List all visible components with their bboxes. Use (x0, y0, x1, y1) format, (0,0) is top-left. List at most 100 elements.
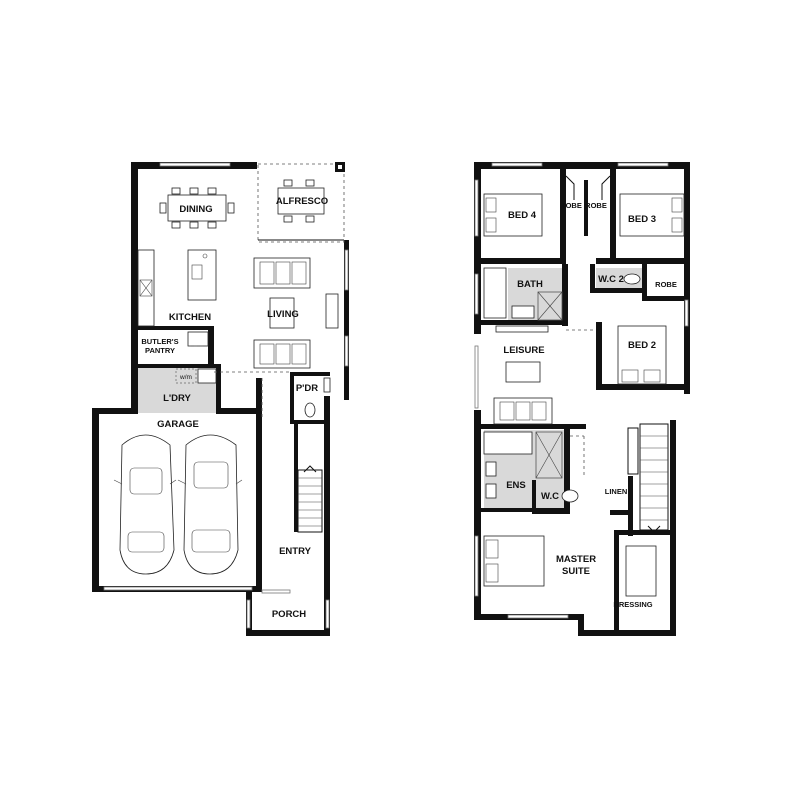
label-bath: BATH (517, 279, 543, 290)
garage-car-left (113, 434, 177, 575)
porch-window-right (325, 599, 330, 629)
bed3-window (617, 162, 669, 167)
wall-robe-west (560, 168, 566, 264)
wall-ens-east (564, 424, 570, 514)
ff-wall-east-upper (684, 162, 690, 394)
master-window (507, 614, 569, 619)
label-entry: ENTRY (279, 546, 312, 557)
living-sofa-south (253, 339, 311, 369)
dressing-robe (625, 545, 657, 597)
wall-pdr-west (290, 372, 294, 424)
kitchen-island (187, 249, 217, 301)
wall-robe2-south (642, 296, 686, 301)
wall-dressing-north (614, 530, 676, 535)
alfresco-table (277, 179, 325, 223)
label-bed2: BED 2 (628, 340, 656, 351)
wall-pdr-south (290, 420, 330, 424)
wall-bed4-south (480, 258, 564, 264)
wall-pdr-north (290, 372, 330, 376)
label-wc: W.C (541, 491, 559, 502)
pdr-basin (323, 377, 331, 393)
alfresco-post-inner (338, 165, 342, 169)
wall-bath-south (480, 320, 568, 325)
ff-wall-dressing-south (592, 630, 676, 636)
wall-garage-east (256, 378, 262, 592)
porch-window-left (246, 599, 251, 629)
garage-window (103, 586, 253, 591)
living-tv-unit (325, 293, 339, 329)
wall-laundry-north (138, 364, 220, 368)
bath-shower (537, 291, 563, 321)
wall-porch-south (246, 630, 330, 636)
label-suite: SUITE (562, 566, 590, 577)
leisure-sofa (493, 397, 553, 425)
label-leisure: LEISURE (503, 345, 544, 356)
pantry-bench (187, 331, 209, 347)
label-linen: LINEN (605, 487, 628, 496)
label-robe-c: ROBE (655, 280, 677, 289)
wall-east-lower (324, 396, 330, 636)
bath-tub (483, 267, 507, 319)
first-floor-stairs (639, 423, 669, 533)
label-living: LIVING (267, 309, 299, 320)
label-kitchen: KITCHEN (169, 312, 211, 323)
label-bed3: BED 3 (628, 214, 656, 225)
bed4-window (491, 162, 543, 167)
label-garage: GARAGE (157, 419, 199, 430)
bed2-window (684, 299, 689, 327)
label-wm: w/m (179, 374, 192, 381)
wall-bed3-south (596, 258, 686, 264)
dining-window (159, 162, 231, 167)
wall-linen-east (628, 476, 633, 536)
living-window-upper (344, 249, 349, 291)
ens-basin-1 (485, 461, 497, 477)
label-ens: ENS (506, 480, 526, 491)
wall-bed2-south (596, 384, 686, 390)
living-sofa-north (253, 257, 311, 289)
wall-laundry-east (216, 364, 221, 414)
wall-garage-north-right (218, 408, 262, 414)
wall-east-upper (344, 240, 349, 400)
bed4-side-window (474, 179, 479, 237)
master-bed (483, 535, 545, 587)
label-master: MASTER (556, 554, 596, 565)
leisure-desk (495, 325, 549, 333)
label-dining: DINING (179, 204, 212, 215)
kitchen-bench (137, 249, 155, 327)
wall-robe-east (610, 168, 616, 264)
wall-robe-mid (584, 180, 588, 236)
bath-vanity (511, 305, 535, 319)
ff-wall-east-lower (670, 420, 676, 636)
label-pantry: PANTRY (145, 346, 175, 355)
wall-pantry-north (138, 326, 214, 330)
wall-bed2-west (596, 322, 602, 388)
wall-ens-south (532, 508, 570, 514)
wall-wc2-west (590, 264, 595, 292)
ground-floor-plan: DINING ALFRESCO KITCHEN LIVING BUTLER'S … (92, 162, 349, 636)
living-window-lower (344, 335, 349, 367)
bed3-bed (619, 193, 685, 237)
wall-wc-west (532, 480, 536, 514)
label-robe-a: ROBE (560, 201, 582, 210)
ens-bath (483, 431, 533, 455)
alfresco-outline (257, 163, 345, 243)
wall-garage-west (92, 408, 99, 592)
wall-dressing-west (614, 530, 619, 636)
entry-stairs (297, 465, 323, 533)
wc2-toilet (623, 273, 641, 285)
label-bed4: BED 4 (508, 210, 537, 221)
wall-bath-east (562, 264, 568, 326)
wall-west-upper (131, 162, 138, 384)
bed2-bed (617, 325, 667, 385)
ff-wall-dressing-notch (578, 614, 584, 636)
dining-table (159, 187, 235, 229)
master-side-window (474, 535, 479, 597)
label-dressing: DRESSING (613, 600, 652, 609)
stair-void (627, 427, 639, 475)
wc-toilet (561, 489, 579, 503)
label-butlers: BUTLER'S (141, 337, 178, 346)
label-laundry: L'DRY (163, 393, 191, 404)
bath-window (474, 273, 479, 315)
front-door (261, 589, 291, 594)
